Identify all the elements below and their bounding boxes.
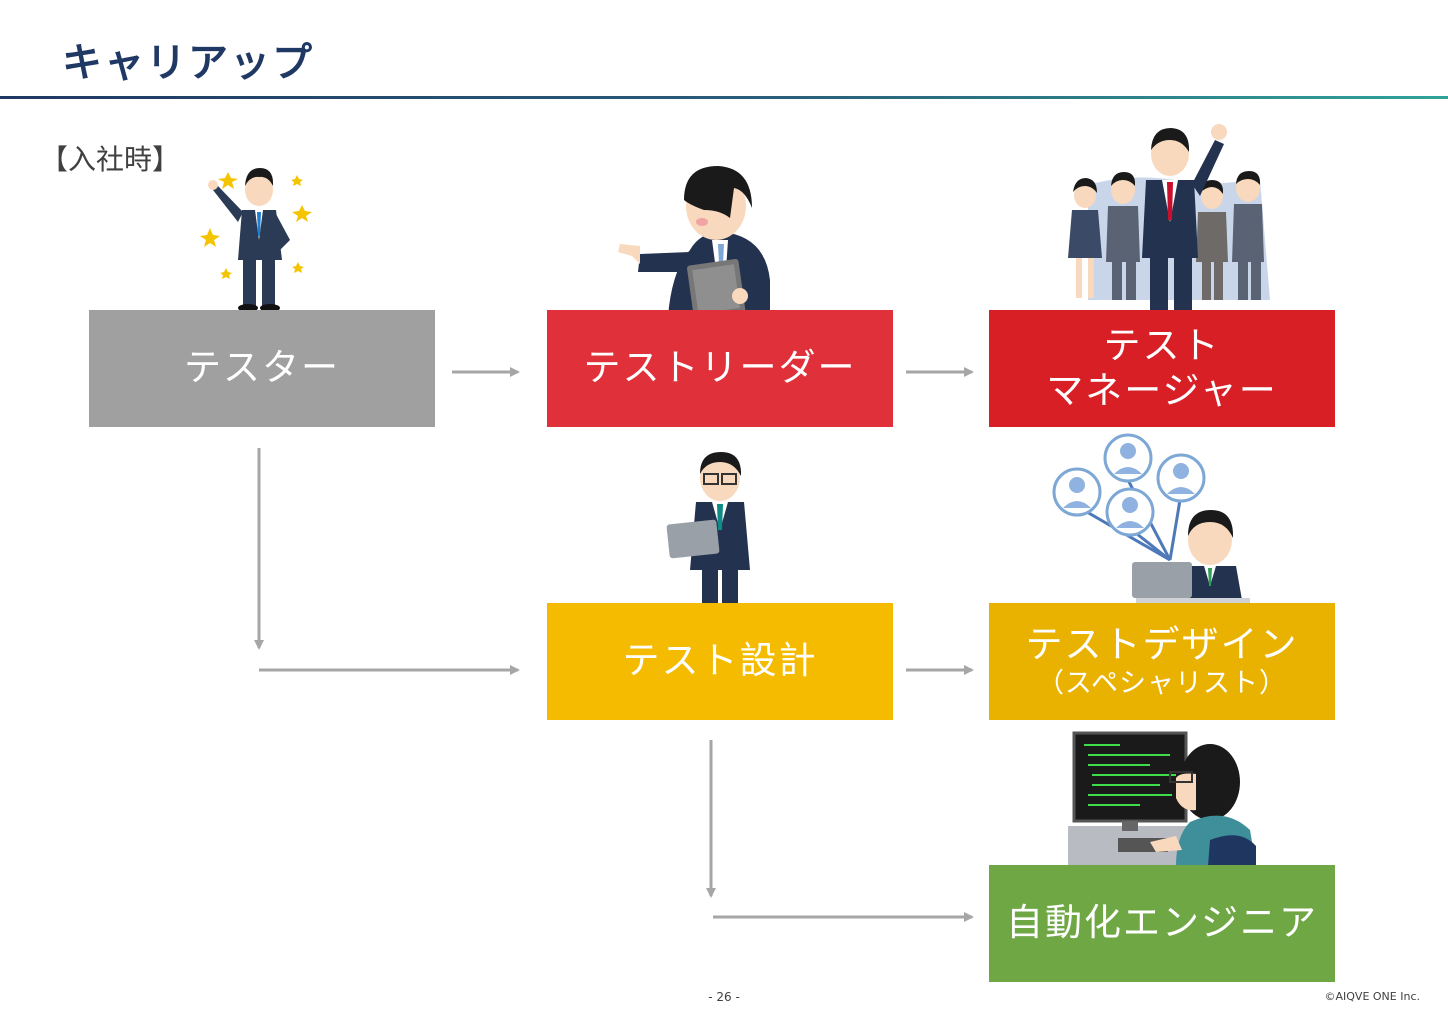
role-box-test-design: テスト設計 — [547, 603, 893, 720]
role-label: テストリーダー — [583, 346, 857, 390]
role-label: テスト設計 — [622, 639, 818, 683]
tester-person-icon — [200, 168, 312, 312]
role-label: テスター — [184, 346, 340, 390]
specialist-network-icon — [1052, 433, 1250, 604]
page-number: - 26 - — [708, 990, 740, 1004]
role-label-line1: テスト — [1103, 324, 1221, 368]
role-box-test-leader: テストリーダー — [547, 310, 893, 427]
test-designer-person-icon — [666, 452, 750, 610]
test-leader-person-icon — [618, 166, 770, 319]
test-manager-group-icon — [1068, 124, 1270, 316]
role-box-test-design-specialist: テストデザイン （スペシャリスト） — [989, 603, 1335, 720]
role-label-line2: （スペシャリスト） — [1036, 667, 1288, 699]
role-box-automation-engineer: 自動化エンジニア — [989, 865, 1335, 982]
copyright: ©AIQVE ONE Inc. — [1324, 990, 1421, 1003]
title-underline — [0, 96, 1448, 99]
role-label-line2: マネージャー — [1046, 368, 1278, 412]
role-box-test-manager: テスト マネージャー — [989, 310, 1335, 427]
page-title: キャリアップ — [62, 40, 314, 86]
role-label-line1: テストデザイン — [1025, 623, 1299, 667]
automation-engineer-icon — [1068, 731, 1256, 866]
role-label: 自動化エンジニア — [1006, 901, 1318, 945]
joining-time-label: 【入社時】 — [40, 143, 181, 176]
role-box-tester: テスター — [89, 310, 435, 427]
